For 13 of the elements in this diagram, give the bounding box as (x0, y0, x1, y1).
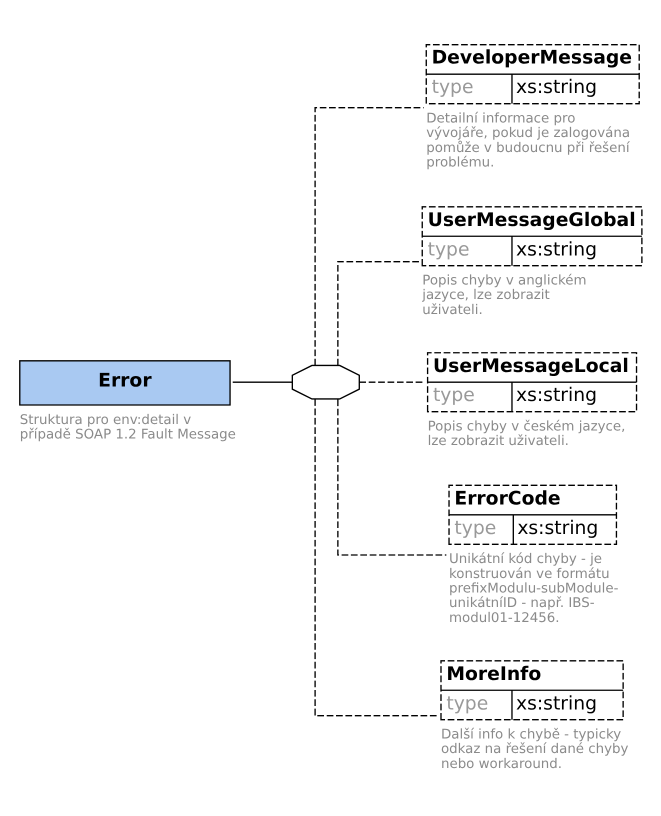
connector (359, 382, 425, 383)
node-label: Detailní informace pro vývojáře, pokud je zalogována pomůže v budoucnu při řešení problému. (426, 111, 630, 171)
node-label: Popis chyby v anglickém jazyce, lze zobrazit uživateli. (422, 273, 586, 318)
connector (337, 399, 446, 556)
node-label: Další info k chybě - typicky odkaz na řešení dané chyby nebo workaround. (440, 727, 628, 772)
node-octagon (292, 364, 360, 400)
connector (314, 107, 424, 366)
node-label: Popis chyby v českém jazyce, lze zobrazit uživateli. (428, 419, 626, 450)
node-label: Struktura pro env:detail v případě SOAP 1.2 Fault Message (20, 412, 236, 442)
node-label: Unikátní kód chyby - je konstruován ve formátu prefixModulu-subModule-unikátníID - např. IBS-modul01-12456. (449, 552, 618, 626)
connector (337, 261, 420, 366)
connector (232, 382, 292, 383)
connector (314, 399, 438, 716)
